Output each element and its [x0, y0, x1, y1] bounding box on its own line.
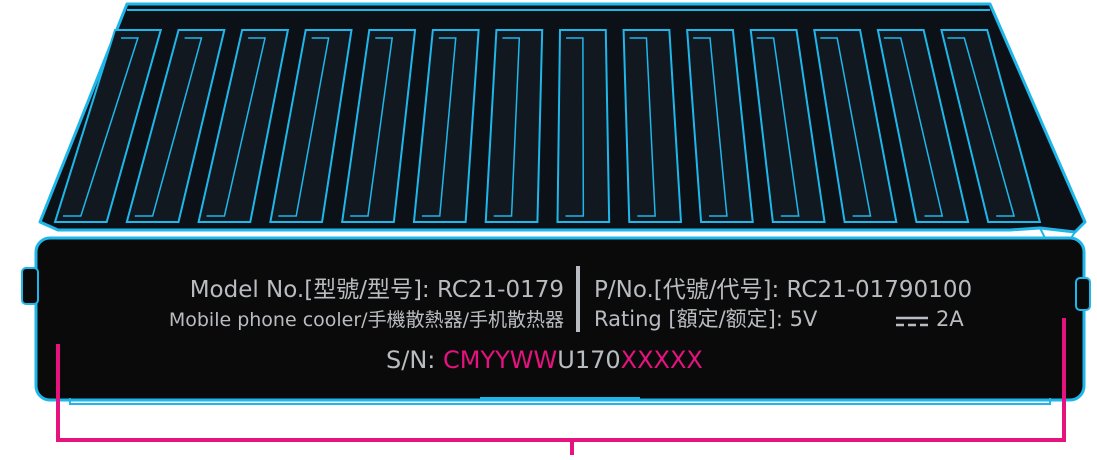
- heatsink-fin: [484, 29, 544, 223]
- heatsink-fin: [749, 29, 826, 223]
- serial-number-text: S/N: CMYYWWU170XXXXX: [386, 346, 703, 374]
- heatsink-fin-facet: [629, 37, 656, 217]
- heatsink-fin-facet: [278, 37, 330, 217]
- heatsink-fin: [197, 29, 290, 223]
- part-number-text: P/No.[代號/代号]: RC21-01790100: [594, 277, 972, 303]
- device-body: Model No.[型號/型号]: RC21-0179 Mobile phone…: [21, 236, 1091, 405]
- heatsink-fin: [412, 29, 480, 223]
- sn-date-code: CMYYWW: [443, 346, 557, 374]
- heatsink-fin: [53, 29, 163, 223]
- heatsink-fin: [940, 29, 1042, 223]
- model-number-text: Model No.[型號/型号]: RC21-0179: [190, 277, 564, 303]
- heatsink-fin: [340, 29, 417, 223]
- rating-prefix-text: Rating [額定/额定]: 5V: [594, 307, 818, 331]
- heatsink-fin: [125, 29, 226, 223]
- heatsink-fin-facet: [350, 37, 394, 217]
- body-plate: [34, 236, 1086, 402]
- heatsink-fin-facet: [421, 37, 457, 217]
- heatsink-fin: [269, 29, 353, 223]
- label-callout-bracket: [56, 318, 1066, 455]
- heatsink-fin-facet: [134, 37, 203, 217]
- side-button-left: [21, 267, 39, 305]
- heatsink-fin: [813, 29, 898, 223]
- heatsink-fin-facet: [63, 37, 139, 217]
- label-divider: [576, 266, 580, 332]
- heatsink: [38, 2, 1087, 241]
- heatsink-fin-facet: [883, 37, 944, 217]
- direct-current-icon: [896, 316, 928, 327]
- heatsink-fin-facet: [820, 37, 872, 217]
- product-name-text: Mobile phone cooler/手機散熱器/手机散热器: [169, 309, 564, 331]
- sn-serial: XXXXX: [621, 346, 703, 374]
- heatsink-fin-facet: [947, 37, 1016, 217]
- heatsink-fin-facet: [206, 37, 266, 217]
- rating-current-text: 2A: [936, 307, 964, 331]
- sn-prefix: S/N:: [386, 346, 443, 374]
- heatsink-fin-facet: [756, 37, 800, 217]
- sn-middle: U170: [557, 346, 620, 374]
- heatsink-fin: [686, 29, 754, 223]
- heatsink-fin: [876, 29, 970, 223]
- heatsink-fin: [622, 29, 683, 223]
- heatsink-fin-facet: [565, 37, 585, 217]
- side-port-right: [1075, 277, 1091, 311]
- heatsink-fins: [53, 29, 1042, 223]
- heatsink-fin-facet: [693, 37, 728, 217]
- heatsink-fin-facet: [493, 37, 521, 217]
